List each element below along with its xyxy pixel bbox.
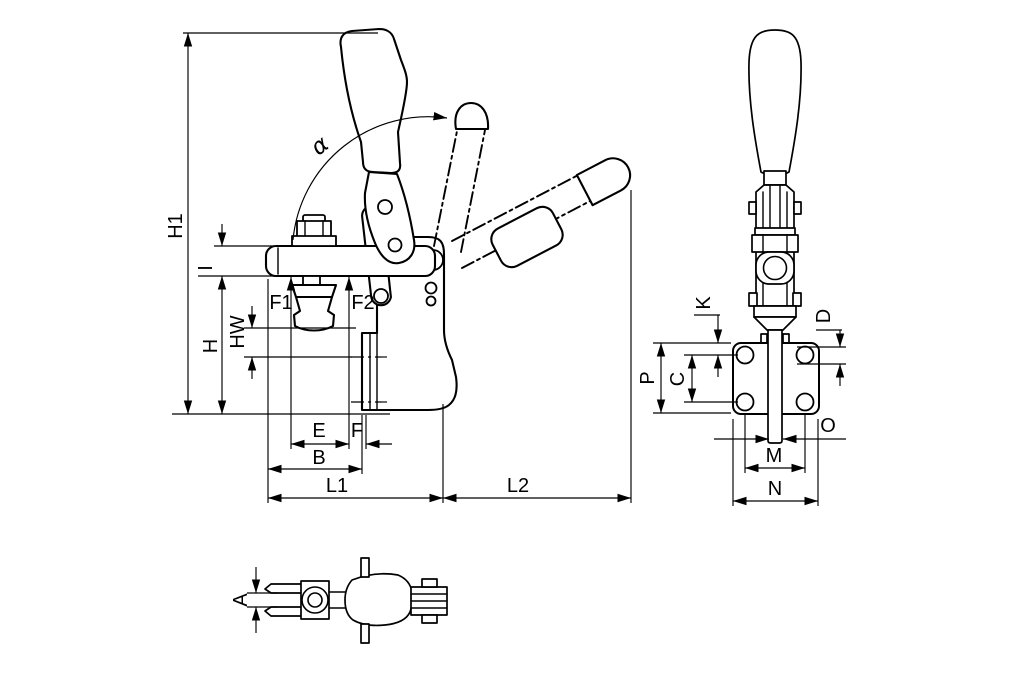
label-l1: L1 [326, 475, 348, 497]
pivot-pin-tab [793, 201, 802, 215]
stem-ear [760, 333, 768, 344]
label-hw: HW [227, 315, 249, 348]
mounting-hole [735, 345, 755, 365]
lever-pivot-hole [387, 237, 403, 253]
link-pin-hole [373, 288, 389, 304]
top-view-dimensions: A [230, 567, 278, 633]
front-boss-bore [762, 255, 788, 281]
label-l2: L2 [507, 475, 529, 497]
spindle-washer [291, 235, 337, 247]
open-arm-edge [433, 125, 459, 247]
dimension-k: K [693, 296, 723, 377]
spindle-foot-pad [292, 295, 336, 332]
mounting-hole [795, 345, 815, 365]
top-cross-pin [360, 623, 370, 644]
front-taper [753, 316, 797, 331]
label-m: M [766, 445, 783, 467]
top-body [344, 572, 414, 627]
spindle-shank [302, 275, 321, 286]
pivot-pin-tab [748, 201, 757, 215]
label-alpha: α [306, 131, 334, 161]
label-c: C [667, 372, 689, 386]
dimension-e: E [291, 420, 349, 449]
open-handle-tip [575, 157, 632, 207]
handle-tab [421, 578, 438, 588]
label-i: I [195, 265, 217, 271]
dimension-f2: F2 [344, 277, 375, 449]
label-o: O [820, 415, 836, 437]
pivot-pin-tab [792, 292, 802, 307]
body-hole-small [425, 295, 437, 307]
open-handle-edge [451, 171, 585, 242]
dimension-f1: F1 [269, 277, 296, 449]
top-cross-pin [360, 557, 370, 578]
front-view-dimensions: P C K D O [637, 296, 846, 506]
dimension-h: H [200, 276, 227, 414]
open-handle-grip-sleeve [490, 205, 564, 269]
dimension-l1: L1 [268, 404, 444, 503]
mounting-hole [795, 392, 815, 412]
spindle-locknut [296, 220, 332, 238]
front-lower-block [753, 305, 797, 318]
label-f1: F1 [269, 292, 292, 314]
front-hex-nut [751, 234, 799, 253]
front-center-bar [767, 329, 783, 444]
pivot-pin-tab [748, 292, 758, 307]
spindle-flange [290, 283, 338, 299]
top-view [264, 557, 448, 644]
front-washer [754, 227, 796, 236]
label-p: P [637, 371, 659, 384]
label-b: B [312, 447, 325, 469]
stem-ear [782, 333, 790, 344]
front-view [732, 29, 820, 444]
label-d: D [813, 309, 835, 323]
dimension-d: D [797, 309, 846, 386]
dimension-h1: H1 [165, 32, 390, 415]
dimension-o: O [714, 415, 846, 444]
lever-link-hole [377, 199, 393, 215]
label-n: N [768, 478, 782, 500]
dimension-f: F [351, 415, 392, 449]
handle-lever [363, 170, 416, 265]
dimension-l2: L2 [443, 190, 632, 503]
front-handle-grip [748, 29, 802, 177]
side-view [264, 27, 632, 412]
label-f2: F2 [351, 292, 374, 314]
label-f: F [351, 420, 363, 442]
dimension-a: A [230, 567, 278, 633]
label-h1: H1 [165, 213, 187, 239]
dimension-c: C [667, 354, 738, 403]
open-arm-foot [454, 101, 490, 131]
dimension-b: B [267, 279, 363, 503]
dimension-n: N [732, 419, 819, 506]
dimension-m: M [744, 413, 806, 473]
dimension-hw: HW [227, 306, 356, 379]
dimension-p: P [637, 342, 731, 414]
body-hole-small [424, 281, 438, 295]
front-neck [763, 170, 787, 186]
open-arm-edge [460, 129, 486, 253]
handle-grip [339, 27, 409, 175]
mounting-hole [735, 392, 755, 412]
top-nut-bore [307, 592, 323, 608]
label-e: E [312, 420, 325, 442]
label-a: A [230, 593, 252, 607]
label-k: K [693, 296, 715, 310]
handle-tab [421, 614, 438, 624]
label-h: H [200, 339, 222, 353]
